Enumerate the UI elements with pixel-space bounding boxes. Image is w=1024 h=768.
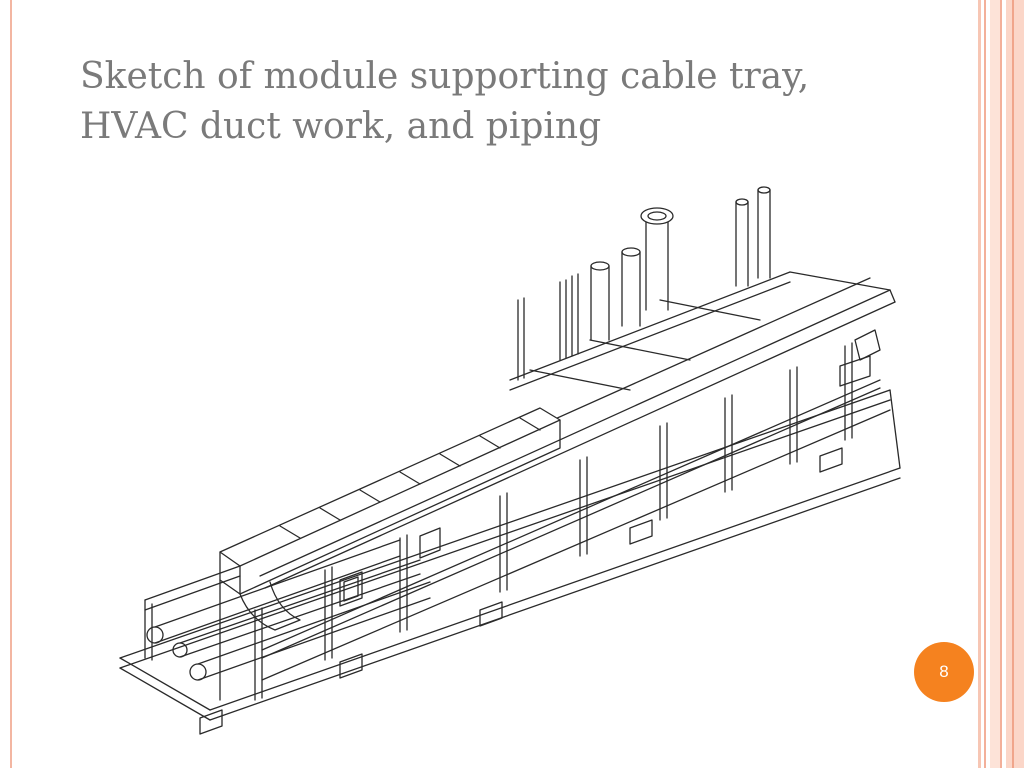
base-rails: [119, 389, 901, 721]
right-decor-stripe: [1006, 0, 1024, 768]
vertical-posts: [254, 342, 853, 701]
upper-frame: [509, 271, 891, 391]
right-decor-stripe: [984, 0, 986, 768]
slide-title-line-1: Sketch of module supporting cable tray,: [80, 56, 810, 97]
equipment-boxes: [339, 329, 881, 607]
right-decor-stripe: [1012, 0, 1014, 768]
right-decor-stripe: [978, 0, 981, 768]
module-sketch-illustration: [119, 186, 901, 735]
slide-title-line-2: HVAC duct work, and piping: [80, 106, 602, 147]
middle-rails: [261, 379, 891, 681]
page-number-badge: 8: [914, 642, 974, 702]
left-border-rule: [10, 0, 12, 768]
support-pads: [199, 447, 843, 735]
cable-tray-duct: [219, 407, 561, 631]
end-frame: [144, 565, 241, 701]
right-decor-stripe: [990, 0, 1000, 768]
slide-title: Sketch of module supporting cable tray, …: [80, 52, 940, 152]
vertical-stacks: [517, 186, 771, 381]
right-decor-stripe: [1000, 0, 1002, 768]
